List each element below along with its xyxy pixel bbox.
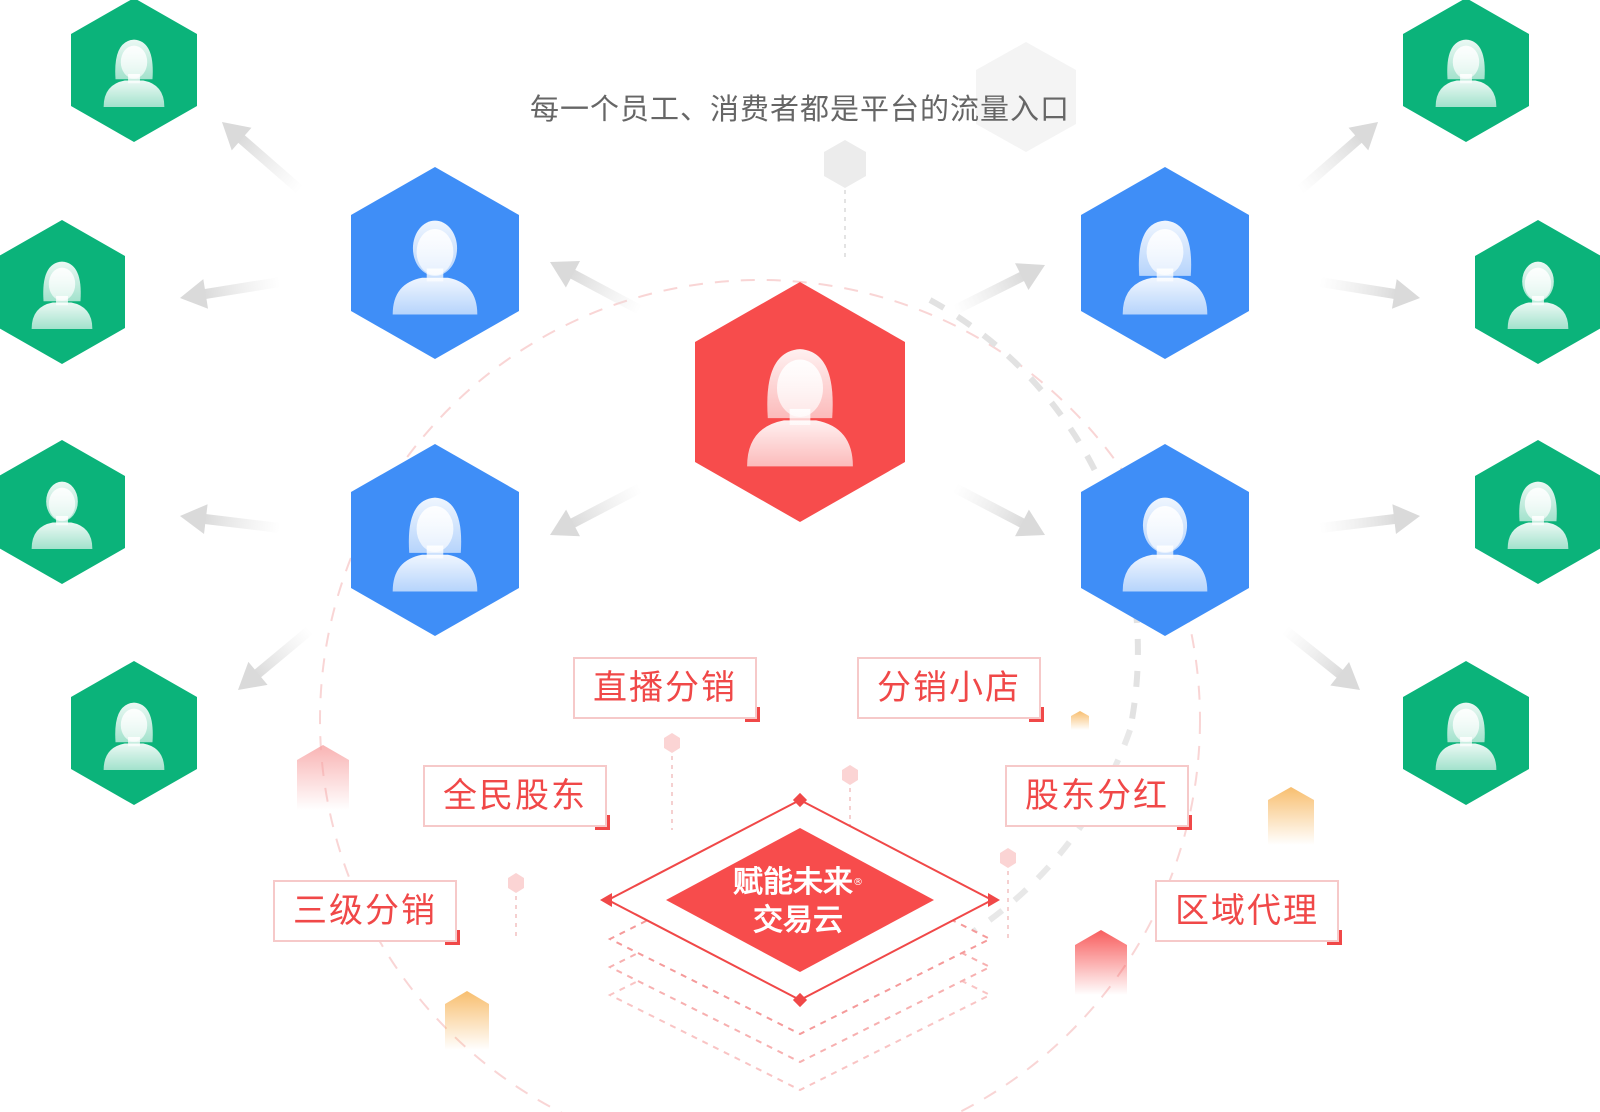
tier1-user-node-3 <box>1081 444 1249 636</box>
brand-logo: 赋能未来® 交易云 <box>703 864 893 940</box>
female-user-icon <box>31 261 93 329</box>
tier2-user-node-3 <box>71 661 197 805</box>
feature-distribution-shop: 分销小店 <box>857 657 1044 722</box>
feature-all-shareholder: 全民股东 <box>423 765 610 830</box>
center-user-node <box>695 282 905 522</box>
feature-regional-agent: 区域代理 <box>1155 880 1342 945</box>
tier1-user-node-0 <box>351 167 519 359</box>
female-user-icon <box>1435 702 1497 770</box>
feature-shareholder-dividend: 股东分红 <box>1005 765 1192 830</box>
tier2-user-node-0 <box>71 0 197 142</box>
male-user-icon <box>1122 497 1208 592</box>
feature-three-level-distribution: 三级分销 <box>273 880 460 945</box>
arrow-3 <box>952 483 1046 537</box>
arrow-0 <box>549 261 643 315</box>
brand-line-1: 赋能未来® <box>733 865 863 900</box>
headline: 每一个员工、消费者都是平台的流量入口 <box>529 92 1070 126</box>
female-user-icon <box>1507 481 1569 549</box>
decor-dots <box>508 733 1016 940</box>
arrow-4 <box>222 121 304 194</box>
decor-pillars <box>297 711 1314 1050</box>
feature-live-distribution: 直播分销 <box>573 657 760 722</box>
tier2-user-node-6 <box>1475 440 1600 584</box>
male-user-icon <box>31 481 93 549</box>
arrow-1 <box>952 263 1046 315</box>
arrow-9 <box>1319 277 1421 309</box>
user-nodes <box>0 0 1600 805</box>
tier2-user-node-5 <box>1475 220 1600 364</box>
brand-line-2: 交易云 <box>753 903 843 938</box>
arrow-8 <box>1296 121 1379 194</box>
female-user-icon <box>747 349 853 467</box>
tier2-user-node-4 <box>1403 0 1529 142</box>
arrow-10 <box>1319 504 1421 534</box>
arrow-2 <box>550 483 643 537</box>
platform-base <box>600 792 1000 1092</box>
arrow-5 <box>179 277 281 309</box>
female-user-icon <box>103 702 165 770</box>
female-user-icon <box>1435 39 1497 107</box>
arrow-11 <box>1281 626 1361 691</box>
tier1-user-node-2 <box>351 444 519 636</box>
male-user-icon <box>1507 261 1569 329</box>
female-user-icon <box>1122 220 1208 315</box>
tier1-user-node-1 <box>1081 167 1249 359</box>
arrow-7 <box>237 626 314 691</box>
tier2-user-node-1 <box>0 220 125 364</box>
arrow-6 <box>179 504 281 534</box>
decor-grey-hexagons <box>824 42 1076 260</box>
tier2-user-node-7 <box>1403 661 1529 805</box>
orbit-rings <box>319 279 1201 1112</box>
female-user-icon <box>103 39 165 107</box>
tier2-user-node-2 <box>0 440 125 584</box>
male-user-icon <box>392 220 478 315</box>
female-user-icon <box>392 497 478 592</box>
flow-arrows <box>179 121 1421 691</box>
